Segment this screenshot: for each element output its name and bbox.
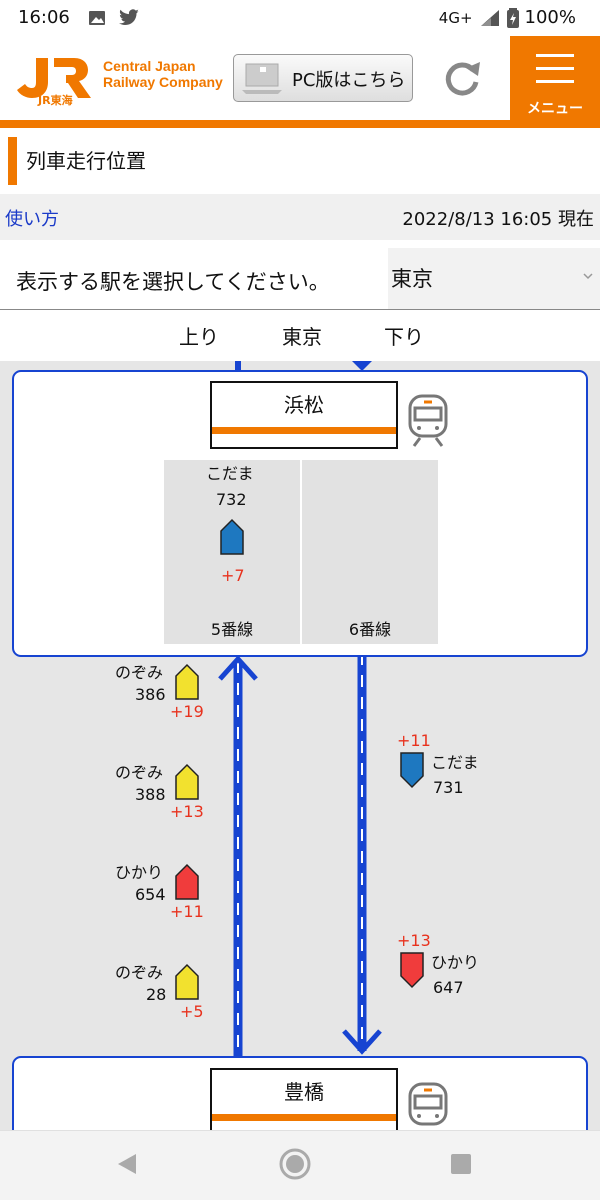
train-name: ひかり	[431, 953, 480, 972]
selected-station: 東京	[391, 267, 433, 291]
train-number: 654	[135, 885, 166, 904]
train-delay: +19	[170, 702, 204, 721]
train-name: ひかり	[115, 863, 164, 882]
update-timestamp: 2022/8/13 16:05 現在	[402, 209, 594, 230]
station-name: 浜松	[284, 393, 324, 417]
battery-icon	[506, 7, 519, 28]
train-name: こだま	[206, 464, 254, 483]
train-icon	[408, 394, 448, 447]
train-marker-icon	[175, 863, 199, 900]
laptop-icon	[242, 63, 282, 94]
train-delay: +11	[397, 731, 431, 750]
station-stripe	[212, 427, 396, 434]
header-divider	[0, 120, 600, 128]
up-arrow	[218, 655, 258, 681]
train-name: のぞみ	[115, 763, 164, 782]
network-label: 4G+	[438, 8, 473, 27]
train-delay: +5	[180, 1002, 204, 1021]
image-icon	[89, 11, 105, 25]
pc-version-button[interactable]: PC版はこちら	[233, 54, 413, 102]
train-delay: +11	[170, 902, 204, 921]
station-name-plate: 浜松	[210, 381, 398, 449]
track-lines	[218, 361, 382, 1058]
down-arrow	[342, 1029, 382, 1055]
company-name-line2: Railway Company	[103, 74, 223, 90]
menu-button[interactable]: メニュー	[510, 36, 600, 120]
train-number: 28	[146, 985, 167, 1004]
status-time: 16:06	[18, 7, 70, 28]
train-delay: +13	[170, 802, 204, 821]
platform-6: 6番線	[302, 460, 438, 644]
down-train[interactable]: +11 こだま 731	[395, 731, 505, 801]
station-toyohashi: 豊橋	[12, 1056, 588, 1130]
station-hamamatsu: 浜松 こだま 732 +7 5番線 6番線	[12, 370, 588, 657]
train-icon	[408, 1082, 448, 1126]
direction-center: 東京	[282, 325, 322, 349]
how-to-link[interactable]: 使い方	[5, 209, 59, 230]
train-name: のぞみ	[115, 963, 164, 982]
station-name-plate: 豊橋	[210, 1068, 398, 1130]
station-select-row: 表示する駅を選択してください。 東京	[0, 248, 600, 310]
page-title: 列車走行位置	[26, 149, 146, 173]
platform-label: 5番線	[210, 620, 254, 639]
recents-icon[interactable]	[449, 1152, 473, 1176]
up-train[interactable]: ひかり 654 +11	[110, 861, 210, 931]
platform-train[interactable]: こだま 732 +7	[164, 460, 300, 610]
twitter-icon	[119, 9, 139, 26]
train-position-map: 浜松 こだま 732 +7 5番線 6番線	[0, 361, 600, 1130]
signal-icon	[480, 9, 499, 26]
menu-icon-bar	[536, 67, 574, 70]
pc-version-label: PC版はこちら	[292, 70, 406, 91]
jr-central-logo[interactable]: JR東海	[14, 54, 96, 107]
train-delay: +13	[397, 931, 431, 950]
train-marker-icon	[400, 752, 424, 789]
station-stripe	[212, 1114, 396, 1121]
company-name-line1: Central Japan	[103, 58, 196, 74]
battery-label: 100%	[524, 7, 576, 28]
direction-row: 上り 東京 下り	[0, 311, 600, 361]
station-name: 豊橋	[284, 1080, 324, 1104]
train-marker-icon	[400, 952, 424, 989]
home-icon[interactable]	[278, 1147, 312, 1181]
train-marker-icon	[175, 763, 199, 800]
menu-icon	[536, 54, 574, 57]
train-marker-icon	[220, 518, 244, 555]
menu-label: メニュー	[527, 101, 583, 117]
status-bar: 16:06 4G+ 100%	[0, 0, 600, 36]
train-name: のぞみ	[115, 663, 164, 682]
chevron-down-icon	[583, 273, 593, 280]
back-icon[interactable]	[114, 1151, 140, 1177]
train-delay: +7	[221, 566, 245, 585]
down-train[interactable]: +13 ひかり 647	[395, 931, 505, 1001]
train-number: 731	[433, 778, 464, 797]
train-number: 386	[135, 685, 166, 704]
up-train[interactable]: のぞみ 388 +13	[110, 761, 210, 831]
menu-icon-bar	[536, 80, 574, 83]
info-row: 使い方 2022/8/13 16:05 現在	[0, 194, 600, 240]
train-number: 647	[433, 978, 464, 997]
train-number: 732	[216, 490, 247, 509]
title-accent	[8, 137, 17, 185]
logo-text: JR東海	[38, 94, 73, 107]
train-marker-icon	[175, 963, 199, 1000]
site-header: JR東海 Central Japan Railway Company PC版はこ…	[0, 36, 600, 120]
platform-5: こだま 732 +7 5番線	[164, 460, 300, 644]
direction-down: 下り	[384, 325, 424, 349]
platform-label: 6番線	[348, 620, 392, 639]
direction-up: 上り	[179, 325, 219, 349]
up-train[interactable]: のぞみ 28 +5	[110, 961, 210, 1031]
train-marker-icon	[175, 663, 199, 700]
reload-icon[interactable]	[440, 56, 484, 100]
up-train[interactable]: のぞみ 386 +19	[110, 661, 210, 731]
train-number: 388	[135, 785, 166, 804]
android-nav-bar	[0, 1130, 600, 1200]
company-name: Central Japan Railway Company	[103, 58, 223, 90]
select-prompt: 表示する駅を選択してください。	[16, 270, 330, 294]
train-name: こだま	[431, 753, 479, 772]
station-select[interactable]: 東京	[388, 248, 600, 309]
status-right: 4G+ 100%	[439, 7, 576, 28]
